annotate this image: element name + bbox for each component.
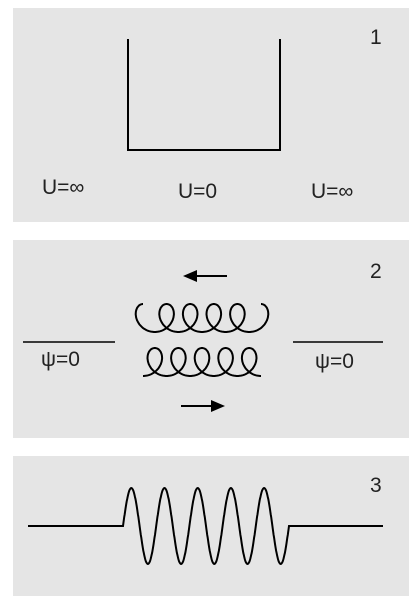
panel-number: 2	[370, 260, 382, 283]
coil-wave-top	[134, 303, 270, 333]
arrow-left-icon	[183, 270, 227, 282]
potential-left-label: U=∞	[42, 176, 85, 199]
potential-right-label: U=∞	[311, 180, 354, 203]
wavefunction-left-label: ψ=0	[41, 348, 80, 371]
panel-number: 3	[370, 474, 382, 497]
wavefunction-right-label: ψ=0	[315, 350, 354, 373]
panel-number: 1	[370, 26, 382, 49]
potential-center-label: U=0	[178, 180, 218, 203]
panel-3-standing-wave: 3	[13, 456, 409, 596]
panel-2-travelling-waves: 2 ψ=0 ψ=0	[13, 240, 409, 438]
well-walls	[127, 39, 281, 151]
panel-1-infinite-well: 1 U=∞ U=0 U=∞	[13, 8, 409, 222]
standing-wave-drawing	[28, 486, 383, 566]
arrow-right-icon	[181, 400, 225, 412]
well-drawing	[127, 39, 281, 151]
standing-wave-line	[28, 486, 383, 566]
waves-drawing	[23, 270, 383, 412]
coil-wave-bottom	[143, 347, 261, 377]
